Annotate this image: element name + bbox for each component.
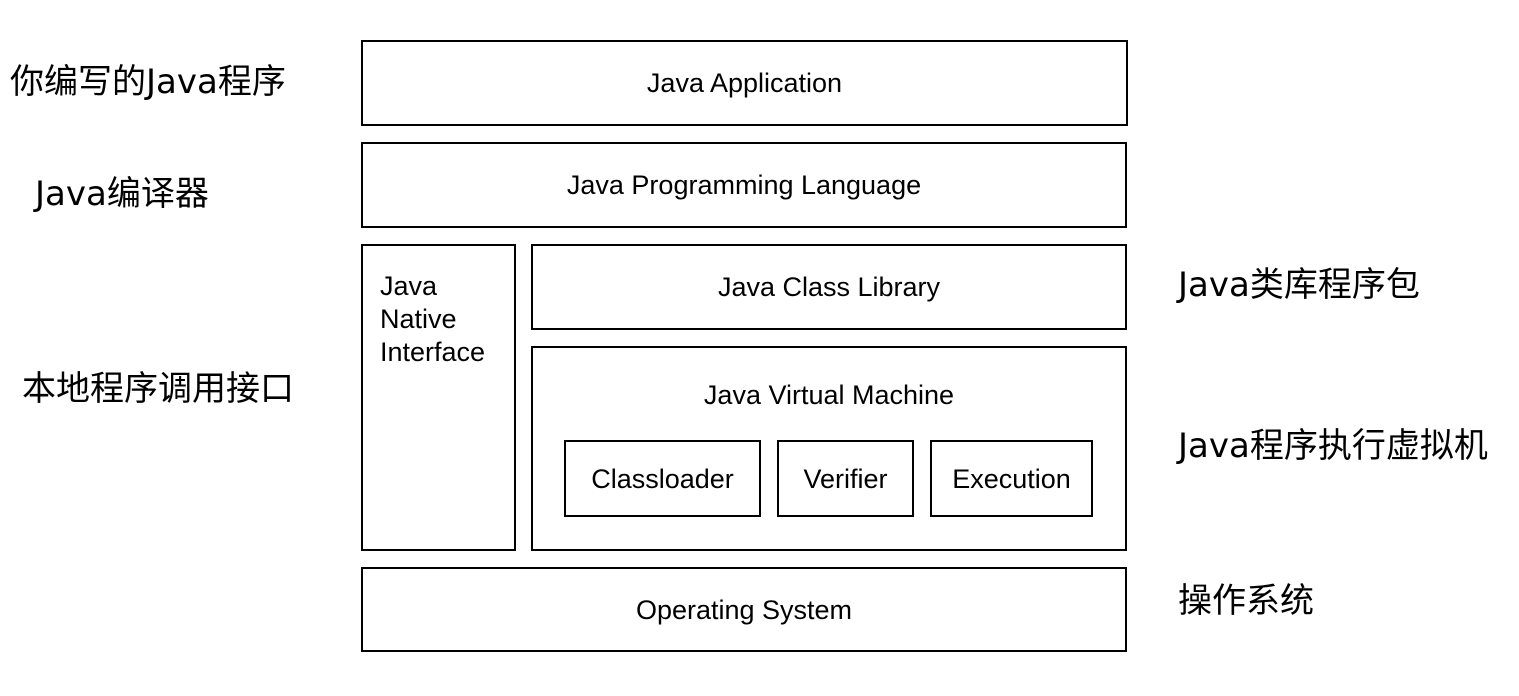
classloader-label: Classloader [591,463,734,494]
java-class-library-box: Java Class Library [531,244,1127,330]
operating-system-box: Operating System [361,567,1127,652]
java-virtual-machine-label: Java Virtual Machine [703,380,955,410]
jni-line-3: Interface [380,337,486,367]
java-class-library-label: Java Class Library [717,272,941,302]
annotation-operating-system: 操作系统 [1178,581,1314,621]
java-native-interface-box: Java Native Interface [361,244,516,551]
annotation-java-virtual-machine: Java程序执行虚拟机 [1178,426,1488,466]
jni-line-2: Native [380,304,457,334]
jni-line-1: Java [380,271,438,301]
java-application-label: Java Application [646,68,843,98]
java-programming-language-label: Java Programming Language [566,170,922,200]
annotation-native-interface: 本地程序调用接口 [22,369,294,409]
java-native-interface-label: Java Native Interface [380,270,485,369]
annotation-java-compiler: Java编译器 [35,174,209,214]
verifier-label: Verifier [803,463,888,494]
operating-system-label: Operating System [635,594,853,625]
java-programming-language-box: Java Programming Language [361,142,1127,228]
execution-label: Execution [952,463,1071,494]
annotation-java-class-library-package: Java类库程序包 [1178,265,1420,305]
execution-box: Execution [930,440,1093,517]
classloader-box: Classloader [564,440,761,517]
verifier-box: Verifier [777,440,914,517]
annotation-your-java-program: 你编写的Java程序 [10,62,286,102]
java-application-box: Java Application [361,40,1128,126]
